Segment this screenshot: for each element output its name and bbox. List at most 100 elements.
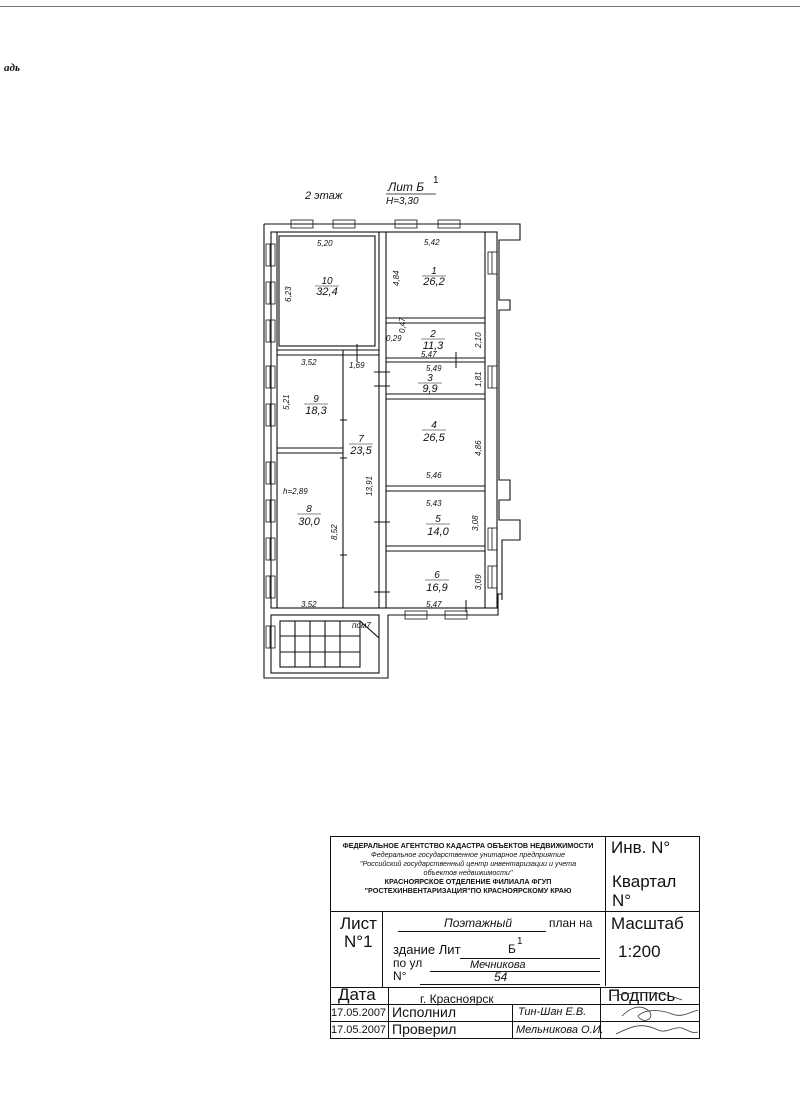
dim-label: 5,47: [426, 600, 442, 609]
header-branch: КРАСНОЯРСКОЕ ОТДЕЛЕНИЕ ФИЛИАЛА ФГУП: [384, 877, 552, 886]
plan-type-field: [398, 930, 546, 932]
signatures-image: [611, 992, 699, 1035]
room-num: 3: [427, 373, 433, 384]
dim-label: 13,91: [365, 476, 374, 496]
stamp-divider: [330, 987, 700, 988]
room-num: 8: [306, 504, 312, 515]
stamp-divider: [330, 1004, 700, 1005]
lit-superscript: 1: [433, 175, 439, 186]
zdanie-value: Б: [508, 942, 516, 956]
doors: [340, 344, 467, 612]
room-num: 5: [435, 514, 441, 525]
date-label: Дата: [338, 985, 376, 1004]
scale-value: 1:200: [618, 942, 661, 961]
dim-label: 3,52: [301, 600, 317, 609]
dim-label: 6,23: [284, 286, 293, 302]
po-ul-label: по ул: [393, 956, 423, 970]
room-area: 16,9: [426, 582, 447, 594]
signature-label: Подпись: [608, 986, 676, 1005]
row-name: Тин-Шан Е.В.: [518, 1006, 587, 1018]
row-role: Исполнил: [392, 1004, 457, 1020]
stamp-divider: [512, 1004, 513, 1039]
list-label: Лист: [340, 914, 377, 933]
room-area: 11,3: [423, 340, 444, 352]
dim-label: 2,10: [474, 332, 483, 349]
walls: [263, 223, 521, 679]
inv-label: Инв. N°: [611, 838, 671, 857]
list-number: N°1: [344, 932, 373, 951]
top-border-line: [0, 6, 800, 7]
dim-label: 4,84: [392, 270, 401, 286]
plan-na-label: план на: [549, 916, 593, 930]
dim-label: пом7: [352, 621, 371, 630]
stamp-header: ФЕДЕРАЛЬНОЕ АГЕНТСТВО КАДАСТРА ОБЪЕКТОВ …: [332, 841, 604, 895]
room-area: 23,5: [349, 445, 372, 457]
house-value: 54: [494, 970, 508, 984]
dim-label: 0,29: [386, 334, 402, 343]
dim-label: 5,47: [421, 350, 437, 359]
room-area: 26,2: [422, 276, 444, 288]
dimension-labels: 5,20 6,23 3,52 5,21 1,69 13,91 h=2,89 8,…: [282, 238, 483, 630]
room-labels: 10 32,4 1 26,2 2 11,3 3 9,9 4 26,5 5 14,…: [297, 266, 450, 594]
room-num: 4: [431, 420, 437, 431]
dim-label: 8,52: [330, 524, 339, 540]
street-value: Мечникова: [470, 959, 526, 971]
room-area: 14,0: [427, 526, 449, 538]
dim-label: 5,43: [426, 499, 442, 508]
height-label: H=3,30: [386, 196, 419, 207]
lit-label: Лит Б: [387, 180, 424, 194]
header-line: "Российский государственный центр инвент…: [359, 859, 577, 868]
row-date: 17.05.2007: [331, 1024, 387, 1036]
room-num: 10: [321, 276, 333, 287]
header-agency: ФЕДЕРАЛЬНОЕ АГЕНТСТВО КАДАСТРА ОБЪЕКТОВ …: [342, 841, 594, 850]
street-field: [430, 970, 600, 972]
stamp-frame: [330, 836, 700, 1039]
dim-label: 3,08: [471, 515, 480, 531]
corner-fragment-text: адь: [4, 62, 20, 74]
dim-label: 1,81: [474, 371, 483, 387]
masshtab-label: Масштаб: [611, 914, 684, 933]
dim-label: 5,42: [424, 238, 440, 247]
kvartal-label: Квартал: [612, 872, 677, 891]
dim-label: 5,20: [317, 239, 333, 248]
dim-label: 5,21: [282, 394, 291, 410]
dim-label: h=2,89: [283, 487, 308, 496]
room-area: 9,9: [422, 383, 437, 395]
row-date: 17.05.2007: [331, 1007, 387, 1019]
room-num: 2: [429, 329, 436, 340]
room-num: 7: [358, 434, 364, 445]
city-label: г. Красноярск: [420, 992, 494, 1006]
stamp-divider: [330, 911, 700, 912]
dim-label: 4,86: [474, 440, 483, 456]
dim-label: 5,46: [426, 471, 442, 480]
row-name: Мельникова О.И.: [516, 1024, 604, 1036]
header-line: объектов недвижимости": [423, 868, 513, 877]
stamp-divider: [388, 987, 389, 1039]
kvartal-number-label: N°: [612, 891, 632, 910]
zdanie-label: здание Лит: [393, 942, 461, 957]
house-number-label: N°: [393, 969, 407, 983]
room-area: 32,4: [316, 286, 337, 298]
zdanie-superscript: 1: [517, 936, 523, 947]
dim-label: 5,49: [426, 364, 442, 373]
dim-label: 3,52: [301, 358, 317, 367]
house-field: [420, 983, 600, 985]
room-area: 30,0: [298, 516, 320, 528]
zdanie-field: [460, 957, 600, 959]
floor-label: 2 этаж: [304, 190, 343, 202]
header-branch: "РОСТЕХИНВЕНТАРИЗАЦИЯ"ПО КРАСНОЯРСКОМУ К…: [364, 886, 572, 895]
dim-label: 0,47: [398, 317, 407, 333]
room-area: 18,3: [305, 405, 327, 417]
row-role: Проверил: [392, 1021, 457, 1037]
stamp-divider: [600, 987, 601, 1039]
title-block: ФЕДЕРАЛЬНОЕ АГЕНТСТВО КАДАСТРА ОБЪЕКТОВ …: [330, 836, 700, 1039]
room-num: 1: [431, 266, 437, 277]
dim-label: 3,09: [474, 574, 483, 590]
windows: [265, 219, 498, 649]
header-line: Федеральное государственное унитарное пр…: [371, 850, 565, 859]
dim-label: 1,69: [349, 361, 365, 370]
room-area: 26,5: [422, 432, 445, 444]
room-num: 6: [434, 570, 440, 581]
stamp-divider: [330, 1021, 700, 1022]
